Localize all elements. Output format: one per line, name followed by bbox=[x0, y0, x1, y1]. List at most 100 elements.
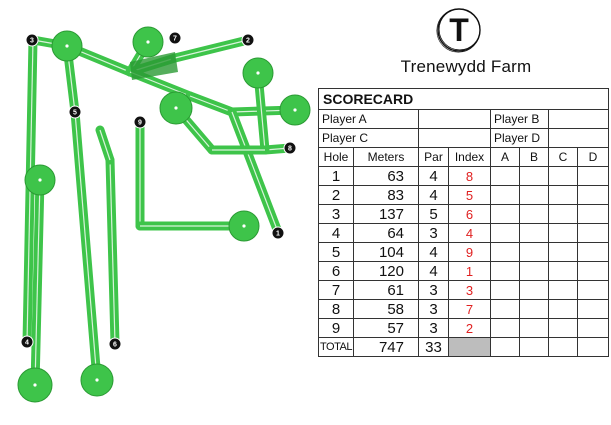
hole-par: 4 bbox=[418, 242, 449, 262]
score-a[interactable] bbox=[490, 166, 520, 186]
score-c[interactable] bbox=[548, 223, 578, 243]
scorecard-title: SCORECARD bbox=[318, 88, 609, 110]
hole-cup bbox=[146, 40, 150, 44]
total-row: TOTAL 747 33 bbox=[318, 337, 609, 357]
score-b[interactable] bbox=[519, 185, 549, 205]
total-score-b[interactable] bbox=[519, 337, 549, 357]
header-d: D bbox=[577, 147, 609, 167]
fairways bbox=[22, 35, 300, 390]
score-c[interactable] bbox=[548, 166, 578, 186]
score-a[interactable] bbox=[490, 242, 520, 262]
path-line bbox=[189, 95, 233, 113]
tee-marker bbox=[241, 33, 255, 47]
greens bbox=[17, 26, 311, 403]
hole-number: 7 bbox=[318, 280, 354, 300]
hole-index: 4 bbox=[448, 223, 491, 243]
score-b[interactable] bbox=[519, 223, 549, 243]
score-d[interactable] bbox=[577, 204, 609, 224]
score-a[interactable] bbox=[490, 223, 520, 243]
score-c[interactable] bbox=[548, 204, 578, 224]
player-d-field[interactable] bbox=[548, 128, 609, 148]
tee-number: 3 bbox=[30, 38, 34, 45]
tee-number: 1 bbox=[276, 231, 280, 238]
score-d[interactable] bbox=[577, 280, 609, 300]
score-b[interactable] bbox=[519, 242, 549, 262]
hole-meters: 58 bbox=[353, 299, 419, 319]
header-meters: Meters bbox=[353, 147, 419, 167]
score-d[interactable] bbox=[577, 242, 609, 262]
hole-meters: 120 bbox=[353, 261, 419, 281]
score-b[interactable] bbox=[519, 261, 549, 281]
total-score-a[interactable] bbox=[490, 337, 520, 357]
tee-marker bbox=[283, 141, 297, 155]
hole-index: 9 bbox=[448, 242, 491, 262]
score-d[interactable] bbox=[577, 166, 609, 186]
tee-marker bbox=[25, 33, 39, 47]
score-c[interactable] bbox=[548, 280, 578, 300]
total-par: 33 bbox=[418, 337, 449, 357]
player-b-field[interactable] bbox=[548, 109, 609, 129]
hole-meters: 63 bbox=[353, 166, 419, 186]
total-score-d[interactable] bbox=[577, 337, 609, 357]
path-line bbox=[99, 129, 111, 161]
score-b[interactable] bbox=[519, 204, 549, 224]
header-par: Par bbox=[418, 147, 449, 167]
hole-index: 2 bbox=[448, 318, 491, 338]
hole-cup bbox=[33, 383, 37, 387]
score-a[interactable] bbox=[490, 185, 520, 205]
hole-number: 5 bbox=[318, 242, 354, 262]
score-a[interactable] bbox=[490, 299, 520, 319]
score-c[interactable] bbox=[548, 242, 578, 262]
score-c[interactable] bbox=[548, 299, 578, 319]
hole-cup bbox=[65, 44, 69, 48]
score-a[interactable] bbox=[490, 204, 520, 224]
header-index: Index bbox=[448, 147, 491, 167]
score-a[interactable] bbox=[490, 261, 520, 281]
hole-meters: 104 bbox=[353, 242, 419, 262]
tee-marker bbox=[133, 115, 147, 129]
hole-par: 3 bbox=[418, 280, 449, 300]
path-line bbox=[74, 111, 98, 381]
hole-meters: 61 bbox=[353, 280, 419, 300]
header-a: A bbox=[490, 147, 520, 167]
tee-number: 5 bbox=[73, 110, 77, 117]
score-c[interactable] bbox=[548, 185, 578, 205]
tee-marker bbox=[108, 337, 122, 351]
score-b[interactable] bbox=[519, 318, 549, 338]
hole-number: 6 bbox=[318, 261, 354, 281]
score-b[interactable] bbox=[519, 299, 549, 319]
hole-meters: 57 bbox=[353, 318, 419, 338]
hole-index: 5 bbox=[448, 185, 491, 205]
total-label: TOTAL bbox=[318, 337, 354, 357]
score-d[interactable] bbox=[577, 185, 609, 205]
score-d[interactable] bbox=[577, 223, 609, 243]
hole-cup bbox=[174, 106, 178, 110]
score-a[interactable] bbox=[490, 280, 520, 300]
score-d[interactable] bbox=[577, 261, 609, 281]
score-c[interactable] bbox=[548, 261, 578, 281]
score-b[interactable] bbox=[519, 280, 549, 300]
player-d-label: Player D bbox=[490, 128, 549, 148]
player-b-label: Player B bbox=[490, 109, 549, 129]
total-score-c[interactable] bbox=[548, 337, 578, 357]
hole-meters: 137 bbox=[353, 204, 419, 224]
score-c[interactable] bbox=[548, 318, 578, 338]
tee-number: 9 bbox=[138, 120, 142, 127]
path-line bbox=[109, 159, 116, 344]
score-d[interactable] bbox=[577, 318, 609, 338]
hole-cup bbox=[242, 224, 246, 228]
player-c-field[interactable] bbox=[418, 128, 491, 148]
tee-marker bbox=[271, 226, 285, 240]
score-b[interactable] bbox=[519, 166, 549, 186]
hole-par: 4 bbox=[418, 166, 449, 186]
path-line bbox=[231, 111, 279, 233]
score-a[interactable] bbox=[490, 318, 520, 338]
player-a-field[interactable] bbox=[418, 109, 491, 129]
score-d[interactable] bbox=[577, 299, 609, 319]
